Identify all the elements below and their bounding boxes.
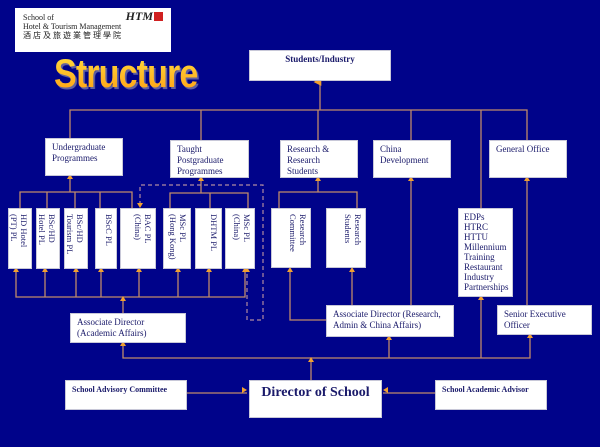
edp-item: Restaurant: [464, 262, 503, 272]
node-taught-postgraduate: Taught Postgraduate Programmes: [170, 140, 249, 178]
edp-item: Training: [464, 252, 495, 262]
node-research-committee: Research Committee: [271, 208, 311, 268]
node-msc-china: MSc PL (China): [225, 208, 255, 269]
edp-item: Industry: [464, 272, 494, 282]
node-research: Research & Research Students: [280, 140, 358, 178]
page-title: Structure: [54, 52, 198, 96]
node-msc-hong-kong: MSc PL (Hong Kong): [163, 208, 191, 269]
logo-line-2: Hotel & Tourism Management: [23, 22, 122, 31]
node-director-of-school: Director of School: [249, 380, 382, 418]
node-research-students: Research Students: [326, 208, 366, 268]
edp-item: EDPs: [464, 212, 485, 222]
node-assoc-director-academic: Associate Director (Academic Affairs): [70, 313, 186, 343]
node-school-academic-advisor: School Academic Advisor: [435, 380, 547, 410]
node-bsc-hd-hotel: BSc/HD Hotel PL: [36, 208, 60, 269]
node-dhtm: DHTM PL: [195, 208, 222, 269]
node-bac-china: BAC PL (China): [120, 208, 156, 269]
edp-item: Partnerships: [464, 282, 509, 292]
node-edps-list: EDPs HTRC HTTU Millennium Training Resta…: [458, 208, 513, 297]
htm-logo-mark: HTM: [126, 10, 163, 22]
node-hd-hotel-pt: HD Hotel (PT) PL: [8, 208, 32, 269]
edp-item: HTRC: [464, 222, 489, 232]
node-assoc-director-research: Associate Director (Research, Admin & Ch…: [326, 305, 454, 337]
node-china-development: China Development: [373, 140, 451, 178]
node-students-industry: Students/Industry: [249, 50, 391, 81]
logo-line-3: 酒店及旅遊業管理學院: [23, 31, 123, 40]
logo-line-1: School of: [23, 13, 54, 22]
school-logo: School of Hotel & Tourism Management 酒店及…: [15, 8, 171, 52]
node-senior-executive-officer: Senior Executive Officer: [497, 305, 592, 335]
node-school-advisory-committee: School Advisory Committee: [65, 380, 187, 410]
node-undergraduate: Undergraduate Programmes: [45, 138, 123, 176]
node-general-office: General Office: [489, 140, 567, 178]
edp-item: Millennium: [464, 242, 507, 252]
node-bscc: BScC PL: [95, 208, 117, 269]
edp-item: HTTU: [464, 232, 488, 242]
node-bsc-hd-tourism: BSc/HD Tourism PL: [64, 208, 88, 269]
